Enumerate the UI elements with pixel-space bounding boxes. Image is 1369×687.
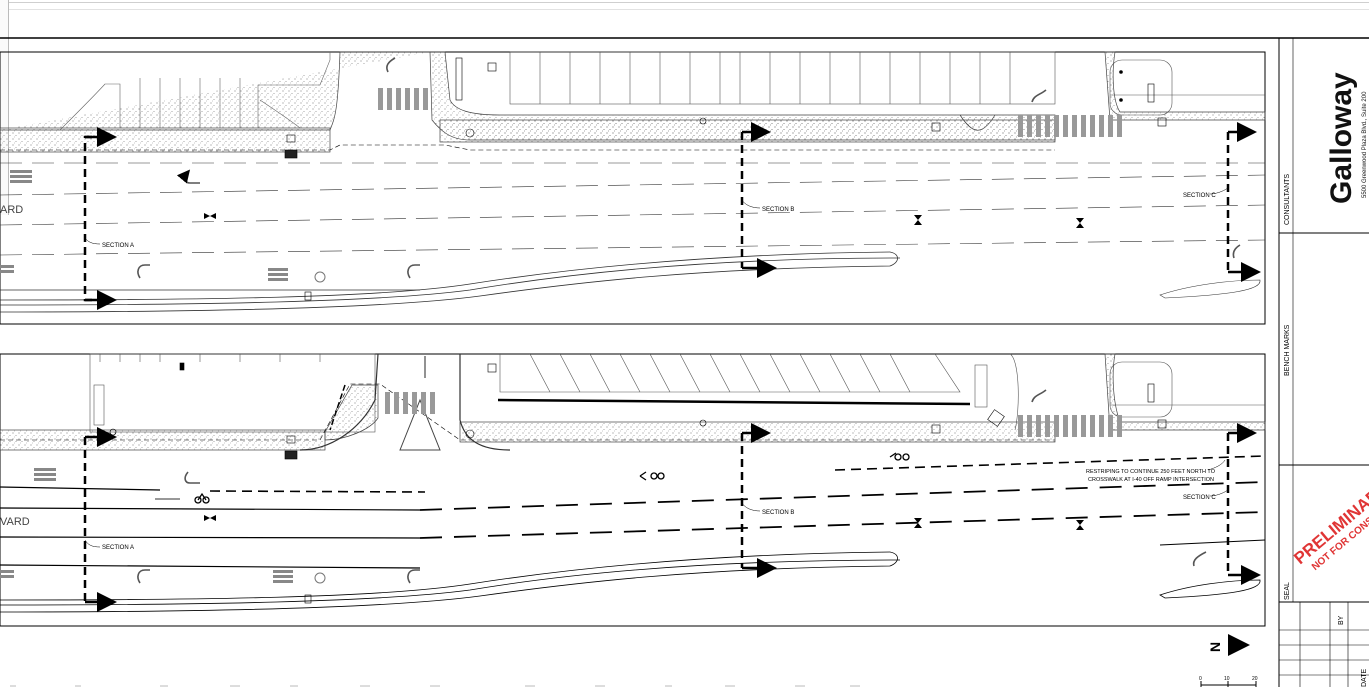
date-label: DATE	[1361, 669, 1368, 687]
section-c-label-top: SECTION C	[1183, 193, 1216, 199]
utility-symbols-bottom	[109, 362, 1167, 604]
sidewalk-right-bottom	[1104, 353, 1266, 431]
north-arrow-letter: N	[1207, 642, 1223, 652]
sidewalk-strip-top	[0, 127, 331, 153]
lane-lines-top	[0, 162, 1266, 313]
plan-view-bottom: VARD SECTION A SECTION B SECTION C RESTR…	[0, 353, 1266, 627]
seal-label: SEAL	[1284, 582, 1291, 600]
section-a-label-bottom: SECTION A	[102, 545, 134, 551]
plan-top-frame	[0, 51, 1266, 325]
dimension-markers-bottom	[204, 515, 1084, 530]
curb-bottom	[299, 353, 379, 451]
sidewalk-right-top	[1104, 51, 1266, 121]
scale-bar: 0 10 20	[1199, 676, 1258, 687]
curb-bottom-2	[459, 354, 511, 451]
section-cut-lines-bottom	[83, 423, 1261, 612]
bench-marks-label: BENCH MARKS	[1284, 324, 1291, 376]
section-c-label-bottom: SECTION C	[1183, 495, 1216, 501]
company-address: 5500 Greenwood Plaza Blvd., Suite 200	[1362, 91, 1368, 198]
sidewalk-island-bottom	[324, 384, 379, 441]
crosswalk-top-2	[1018, 115, 1122, 137]
title-block: CONSULTANTS BENCH MARKS SEAL BY DATE Gal…	[1279, 38, 1369, 687]
construction-limit-top	[0, 144, 1055, 151]
pork-chop-island	[399, 398, 441, 451]
pavement-markings-top	[0, 170, 326, 283]
viewer-toolbar	[0, 0, 1369, 215]
street-label-bottom: VARD	[0, 516, 30, 528]
preliminary-stamp: PRELIMINARY NOT FOR CONSTRU	[1290, 478, 1369, 573]
viewer-top-rule	[0, 2, 1369, 3]
curb-line-bottom	[497, 398, 971, 406]
crosswalk-bottom-2	[1018, 415, 1122, 437]
plan-bottom-frame	[0, 353, 1266, 627]
scale-tick-10: 10	[1224, 676, 1230, 682]
north-arrow: N	[1207, 634, 1250, 656]
consultants-label: CONSULTANTS	[1284, 174, 1291, 225]
scale-tick-0: 0	[1199, 676, 1202, 682]
curb-bottom-3	[329, 384, 346, 431]
section-leaders-bottom	[84, 459, 1229, 548]
restriping-note-line2: CROSSWALK AT I-40 OFF RAMP INTERSECTION	[1088, 477, 1214, 483]
restriping-note-line1: RESTRIPING TO CONTINUE 250 FEET NORTH TO	[1086, 469, 1216, 475]
by-label: BY	[1338, 615, 1345, 625]
viewer-top-rule-2	[0, 9, 1369, 10]
plan-view-top: ARD SECTION A SECTION B SECTION C	[0, 51, 1266, 325]
building-parking-top	[509, 51, 1265, 116]
construction-limit-bottom	[0, 383, 1055, 441]
turn-arrows-bottom	[137, 356, 1207, 584]
crosswalk-bottom-1	[385, 392, 435, 414]
scale-tick-20: 20	[1252, 676, 1258, 682]
section-b-label-bottom: SECTION B	[762, 510, 794, 516]
street-label-top: ARD	[0, 204, 23, 216]
crosswalk-top-1	[378, 88, 428, 110]
sidewalk-corner-top	[959, 114, 996, 131]
lane-lines-bottom	[0, 455, 1266, 613]
viewer-side-bar[interactable]	[0, 0, 9, 215]
bike-lane-symbols	[194, 452, 910, 504]
section-b-label-top: SECTION B	[762, 207, 794, 213]
section-a-label-top: SECTION A	[102, 243, 134, 249]
utility-symbols-top	[284, 57, 1167, 301]
dimension-markers-top	[204, 213, 1084, 228]
pavement-markings-bottom	[0, 468, 326, 584]
angled-parking-bottom	[499, 353, 1265, 431]
company-logo: Galloway	[1325, 72, 1358, 204]
turn-arrows-top	[137, 57, 1241, 279]
section-leaders-top	[84, 187, 1229, 245]
